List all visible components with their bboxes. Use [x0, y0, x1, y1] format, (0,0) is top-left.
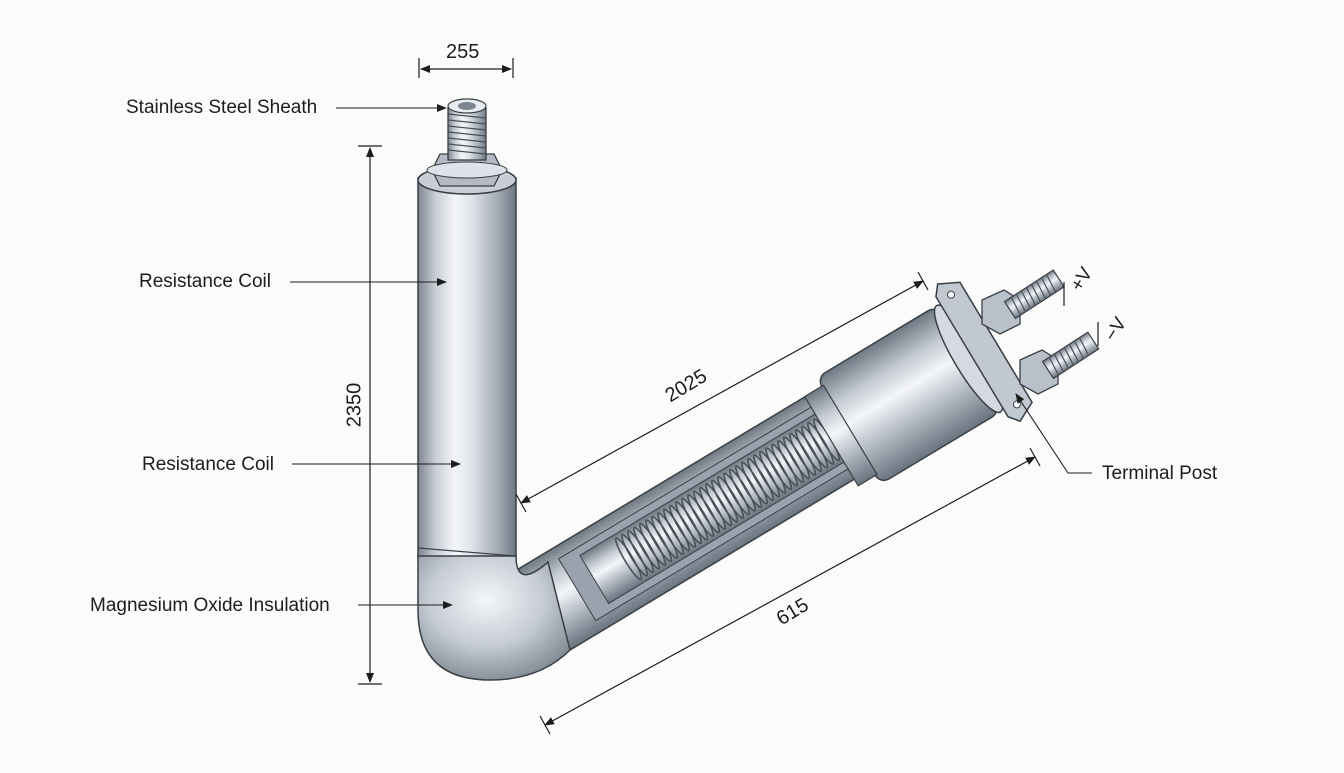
terminal-stud-positive [981, 269, 1065, 335]
leader-terminal [1015, 393, 1092, 474]
top-fitting [426, 98, 508, 187]
label-terminal-post: Terminal Post [1102, 463, 1218, 484]
label-magnesium-oxide-insulation: Magnesium Oxide Insulation [90, 595, 330, 616]
terminal-stud-negative [1019, 331, 1100, 395]
label-resistance-coil-mid: Resistance Coil [142, 454, 274, 475]
dim-bottom-length [539, 447, 1041, 735]
vertical-tube [417, 165, 517, 559]
dim-vertical-height [358, 145, 382, 685]
dim-top-width [418, 58, 514, 78]
dim-label-vertical-height: 2350 [343, 382, 366, 428]
dim-label-top-width: 255 [446, 41, 480, 63]
label-resistance-coil-top: Resistance Coil [139, 271, 271, 292]
elbow-bend [417, 555, 571, 681]
label-stainless-steel-sheath: Stainless Steel Sheath [126, 97, 318, 118]
dim-voltage-ticks [1063, 282, 1099, 346]
